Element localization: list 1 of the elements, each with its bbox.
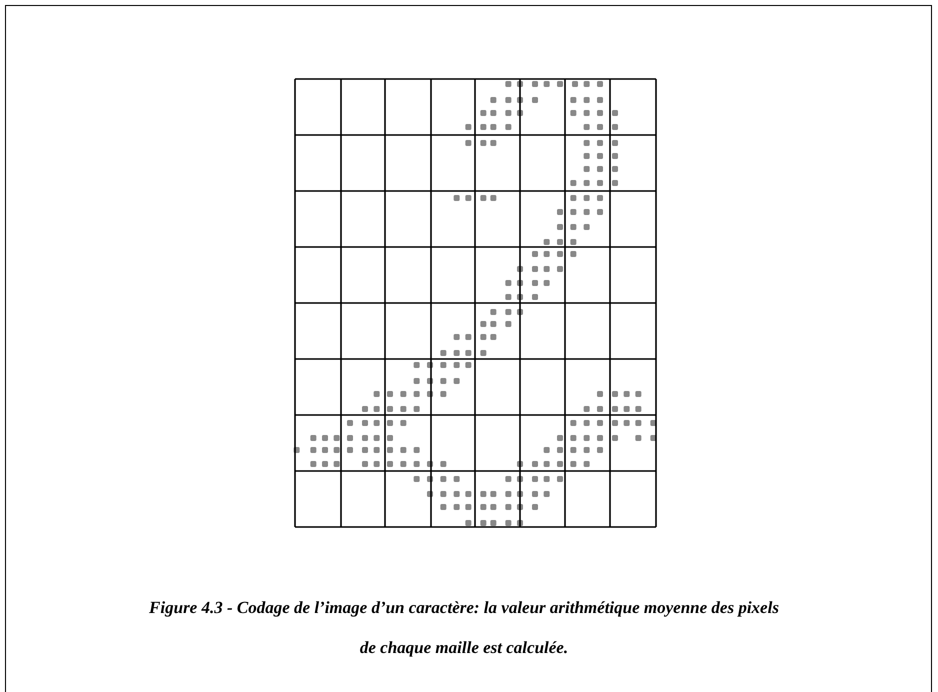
figure-caption: Figure 4.3 - Codage de l’image d’un caractère: la valeur arithmétique moyenne des pixels de chaque maille est calculée. [149,597,779,659]
